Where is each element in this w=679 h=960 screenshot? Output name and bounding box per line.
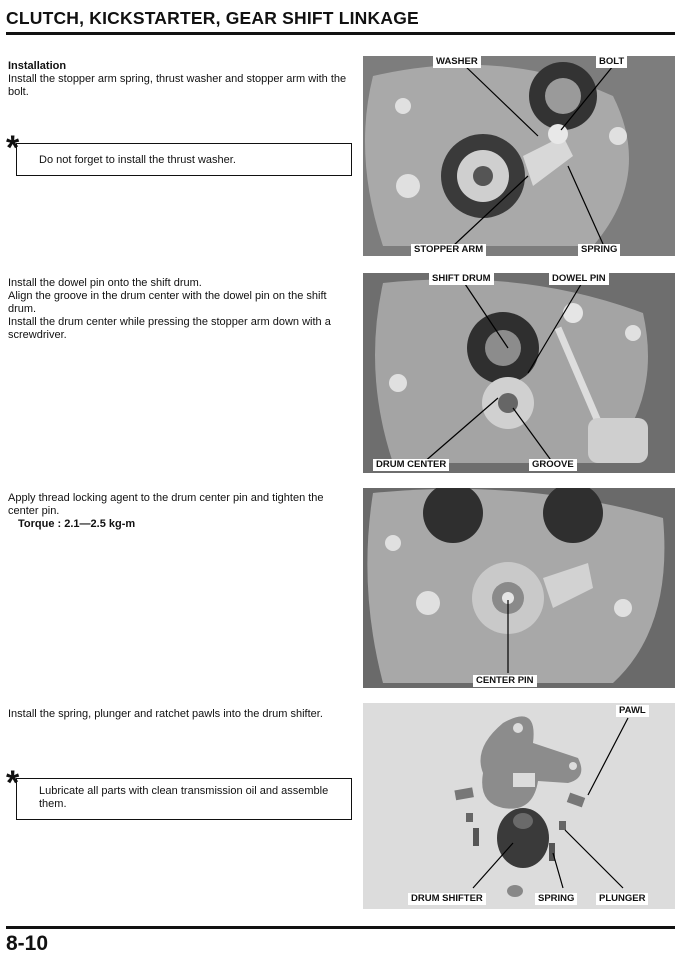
section2-line3: Install the drum center while pressing t… xyxy=(8,316,331,341)
label-spring-4: SPRING xyxy=(535,893,578,905)
label-drum-center: DRUM CENTER xyxy=(373,459,450,471)
section1-body: Install the stopper arm spring, thrust w… xyxy=(8,73,347,98)
section3-body: Apply thread locking agent to the drum c… xyxy=(8,492,324,517)
label-spring: SPRING xyxy=(578,244,621,256)
note-box: Lubricate all parts with clean transmiss… xyxy=(16,778,352,820)
section2-text: Install the dowel pin onto the shift dru… xyxy=(8,277,353,342)
section4-text: Install the spring, plunger and ratchet … xyxy=(8,708,353,721)
photo-drum-center-illustration xyxy=(363,273,675,473)
note-box: Do not forget to install the thrust wash… xyxy=(16,143,352,176)
section3-text: Apply thread locking agent to the drum c… xyxy=(8,492,353,531)
label-pawl: PAWL xyxy=(616,705,649,717)
asterisk-note-icon: * xyxy=(6,129,20,167)
photo-center-pin: CENTER PIN xyxy=(363,488,675,688)
section1-text: Installation Install the stopper arm spr… xyxy=(8,60,353,99)
section2-line2: Align the groove in the drum center with… xyxy=(8,290,327,315)
photo-center-pin-illustration xyxy=(363,488,675,688)
photo-drum-shifter-illustration xyxy=(363,703,675,909)
asterisk-note-icon: * xyxy=(6,764,20,802)
label-dowel-pin: DOWEL PIN xyxy=(549,273,609,285)
note-text: Lubricate all parts with clean transmiss… xyxy=(39,785,329,810)
label-plunger: PLUNGER xyxy=(596,893,649,905)
photo-drum-shifter-parts: PAWL DRUM SHIFTER SPRING PLUNGER xyxy=(363,703,675,909)
photo-stopper-arm: WASHER BOLT STOPPER ARM SPRING xyxy=(363,56,675,256)
header-divider xyxy=(6,32,675,35)
label-bolt: BOLT xyxy=(596,56,628,68)
photo-drum-center: SHIFT DRUM DOWEL PIN DRUM CENTER GROOVE xyxy=(363,273,675,473)
label-drum-shifter: DRUM SHIFTER xyxy=(408,893,486,905)
label-washer: WASHER xyxy=(433,56,481,68)
photo-stopper-arm-illustration xyxy=(363,56,675,256)
section2-line1: Install the dowel pin onto the shift dru… xyxy=(8,277,202,289)
label-groove: GROOVE xyxy=(529,459,577,471)
installation-heading: Installation xyxy=(8,60,67,72)
page-title: CLUTCH, KICKSTARTER, GEAR SHIFT LINKAGE xyxy=(6,8,419,28)
page-number: 8-10 xyxy=(6,932,49,955)
label-stopper-arm: STOPPER ARM xyxy=(411,244,487,256)
footer-divider xyxy=(6,926,675,929)
label-center-pin: CENTER PIN xyxy=(473,675,537,687)
label-shift-drum: SHIFT DRUM xyxy=(429,273,494,285)
torque-spec: Torque : 2.1—2.5 kg-m xyxy=(18,518,136,530)
note-text: Do not forget to install the thrust wash… xyxy=(39,154,236,166)
section4-body: Install the spring, plunger and ratchet … xyxy=(8,708,323,720)
